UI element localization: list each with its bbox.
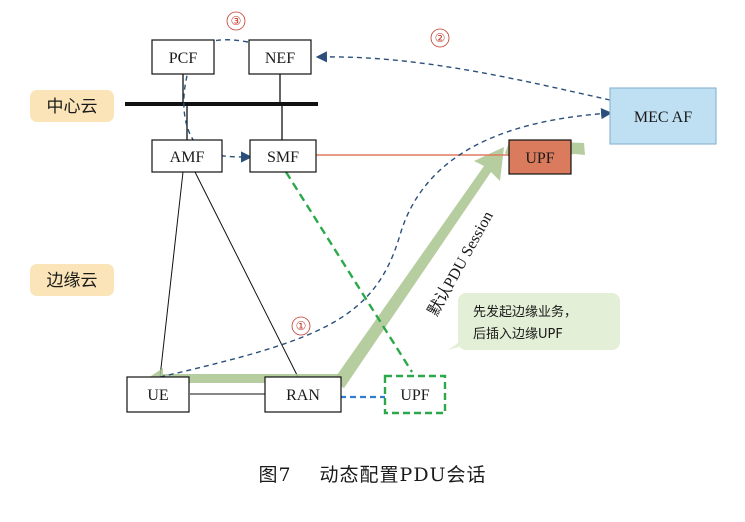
upf-central-label: UPF — [525, 150, 554, 167]
ran-node[interactable]: RAN — [264, 376, 342, 413]
step-3-label: ③ — [231, 14, 242, 28]
flow-ue-mec-dashed — [159, 108, 613, 378]
step-2-label: ② — [435, 31, 446, 45]
zone-edge-label: 边缘云 — [47, 271, 98, 291]
upf-edge-node[interactable]: UPF — [383, 374, 447, 415]
amf-ran-link — [194, 171, 299, 378]
amf-label: AMF — [170, 149, 205, 166]
mec-af-node[interactable]: MEC AF — [609, 87, 717, 145]
amf-ue-link — [159, 171, 184, 378]
step-1-marker: ① — [291, 316, 311, 336]
nef-label: NEF — [265, 50, 295, 67]
step-3-marker: ③ — [226, 11, 246, 31]
figure-number: 图7 — [258, 464, 292, 486]
pcf-node[interactable]: PCF — [151, 39, 215, 75]
step-1-label: ① — [296, 319, 307, 333]
smf-node[interactable]: SMF — [249, 139, 317, 173]
flow-mec-nef-dashed — [315, 51, 611, 101]
zone-central: 中心云 — [30, 90, 114, 122]
pcf-label: PCF — [169, 50, 198, 67]
default-pdu-session-arrow — [148, 140, 585, 389]
step-2-marker: ② — [430, 28, 450, 48]
upf-central-node[interactable]: UPF — [508, 139, 572, 175]
figure-caption: 图7 动态配置PDU会话 — [0, 460, 745, 487]
mec-af-label: MEC AF — [634, 109, 692, 126]
ue-node[interactable]: UE — [126, 376, 190, 413]
amf-node[interactable]: AMF — [151, 139, 223, 173]
upf-edge-label: UPF — [400, 387, 429, 404]
ran-label: RAN — [286, 387, 320, 404]
figure-title: 动态配置PDU会话 — [319, 464, 487, 486]
callout-box: 先发起边缘业务， 后插入边缘UPF — [448, 293, 620, 350]
zone-edge: 边缘云 — [30, 264, 114, 296]
callout-line2: 后插入边缘UPF — [473, 327, 563, 342]
callout-line1: 先发起边缘业务， — [473, 304, 577, 320]
zone-central-label: 中心云 — [47, 97, 98, 117]
smf-label: SMF — [267, 149, 299, 166]
nef-node[interactable]: NEF — [248, 39, 312, 75]
smf-edge-upf-dashed — [284, 171, 414, 373]
ue-label: UE — [147, 387, 168, 404]
